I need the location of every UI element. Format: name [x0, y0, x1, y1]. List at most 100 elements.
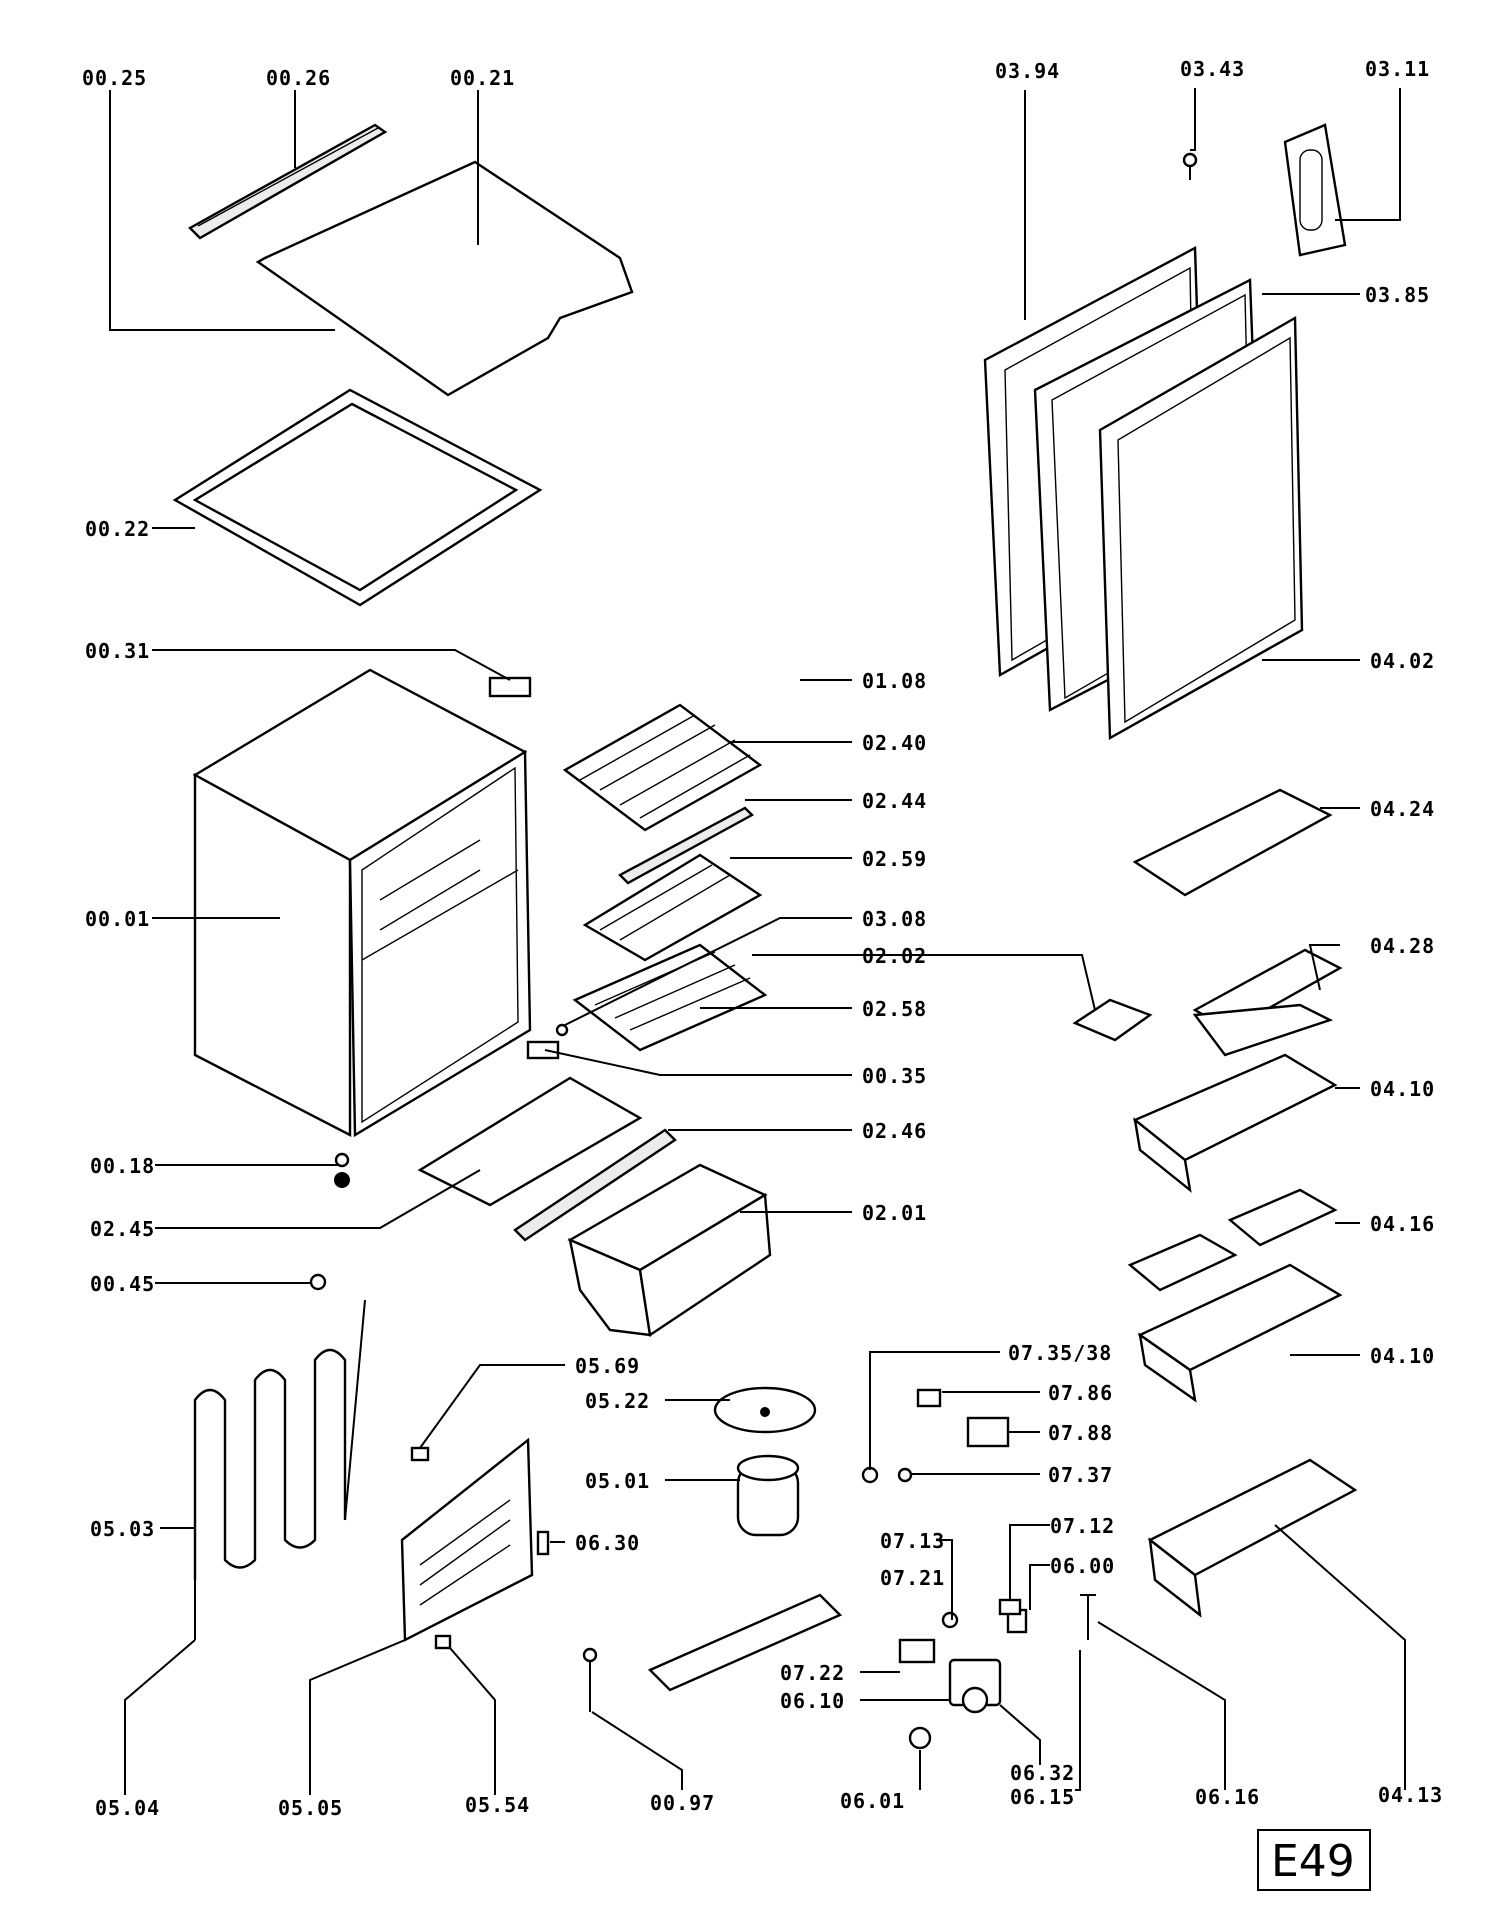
part-top-hinge: [488, 676, 532, 698]
callout-02-02: 02.02: [862, 944, 927, 968]
callout-05-69: 05.69: [575, 1354, 640, 1378]
part-clip: [309, 1273, 327, 1291]
callout-07-86: 07.86: [1048, 1381, 1113, 1405]
callout-03-08: 03.08: [862, 907, 927, 931]
part-egg-tray: [1127, 1188, 1338, 1292]
part-grommet: [434, 1634, 452, 1650]
part-switch: [897, 1467, 913, 1483]
callout-05-01: 05.01: [585, 1469, 650, 1493]
part-door-shelf-lid: [1132, 788, 1333, 897]
callout-06-32: 06.32: [1010, 1761, 1075, 1785]
part-starter: [948, 1658, 1002, 1714]
part-clamp: [410, 1446, 430, 1462]
callout-00-22: 00.22: [85, 517, 150, 541]
part-dairy-compartment: [1192, 948, 1343, 1057]
callout-00-97: 00.97: [650, 1791, 715, 1815]
callout-00-25: 00.25: [82, 66, 147, 90]
callout-06-15: 06.15: [1010, 1785, 1075, 1809]
part-door-bin-lower: [1137, 1263, 1343, 1403]
callout-00-01: 00.01: [85, 907, 150, 931]
callout-02-59: 02.59: [862, 847, 927, 871]
callout-05-54: 05.54: [465, 1793, 530, 1817]
part-compressor-cover: [713, 1386, 817, 1434]
callout-06-00: 06.00: [1050, 1554, 1115, 1578]
part-thermostat-knob: [916, 1388, 942, 1408]
part-top-plate: [255, 160, 634, 397]
callout-labels: 00.25 00.26 00.21 03.94 03.43 03.11 03.8…: [82, 57, 1443, 1820]
part-spacer: [536, 1530, 550, 1556]
callout-00-21: 00.21: [450, 66, 515, 90]
callout-07-35-38: 07.35/38: [1008, 1341, 1112, 1365]
part-thermostat: [861, 1466, 879, 1484]
callout-06-10: 06.10: [780, 1689, 845, 1713]
callout-06-30: 06.30: [575, 1531, 640, 1555]
leader-lines: [109, 88, 1406, 1795]
callout-02-01: 02.01: [862, 1201, 927, 1225]
part-rubber-pad: [908, 1726, 932, 1750]
callout-00-45: 00.45: [90, 1272, 155, 1296]
part-bolt: [582, 1647, 598, 1712]
part-lower-hinge: [526, 1040, 560, 1060]
callout-00-18: 00.18: [90, 1154, 155, 1178]
part-clip-small: [998, 1598, 1022, 1616]
part-door-bin-upper: [1132, 1053, 1338, 1193]
callout-07-12: 07.12: [1050, 1514, 1115, 1538]
callout-04-10-upper: 04.10: [1370, 1077, 1435, 1101]
callout-02-44: 02.44: [862, 789, 927, 813]
callout-05-04: 05.04: [95, 1796, 160, 1820]
part-screw-hook: [1080, 1594, 1096, 1640]
callout-00-26: 00.26: [266, 66, 331, 90]
part-top-frame: [172, 388, 543, 607]
callout-07-88: 07.88: [1048, 1421, 1113, 1445]
part-wire-shelf-middle: [582, 853, 763, 962]
callout-07-22: 07.22: [780, 1661, 845, 1685]
page-code-badge: E49: [1257, 1829, 1371, 1891]
part-small-bracket: [1072, 998, 1153, 1042]
callout-01-08: 01.08: [862, 669, 927, 693]
callout-05-05: 05.05: [278, 1796, 343, 1820]
part-crisper-bin: [567, 1163, 772, 1338]
callout-03-43: 03.43: [1180, 57, 1245, 81]
part-door-screw: [1182, 152, 1198, 180]
part-door-handle: [1283, 123, 1347, 257]
part-relay: [898, 1638, 936, 1664]
part-front-strip: [513, 1128, 677, 1242]
part-compressor: [736, 1454, 800, 1537]
page-code-text: E49: [1271, 1836, 1355, 1887]
callout-02-46: 02.46: [862, 1119, 927, 1143]
part-base-bracket: [647, 1593, 843, 1692]
part-adjustable-foot: [334, 1152, 350, 1188]
callout-07-37: 07.37: [1048, 1463, 1113, 1487]
callout-04-13: 04.13: [1378, 1783, 1443, 1807]
part-connector: [941, 1611, 959, 1629]
part-grille: [572, 943, 768, 1052]
part-condenser-coil: [193, 1299, 366, 1640]
callout-00-35: 00.35: [862, 1064, 927, 1088]
callout-07-13: 07.13: [880, 1529, 945, 1553]
callout-02-58: 02.58: [862, 997, 927, 1021]
callout-02-40: 02.40: [862, 731, 927, 755]
callout-04-02: 04.02: [1370, 649, 1435, 673]
part-cabinet: [192, 668, 532, 1138]
part-screw: [555, 1023, 569, 1037]
part-bottle-bin: [1147, 1458, 1358, 1618]
callout-04-24: 04.24: [1370, 797, 1435, 821]
callout-04-10-lower: 04.10: [1370, 1344, 1435, 1368]
callout-05-22: 05.22: [585, 1389, 650, 1413]
callout-05-03: 05.03: [90, 1517, 155, 1541]
callout-06-01: 06.01: [840, 1789, 905, 1813]
part-door-inner-panel: [1098, 315, 1304, 741]
callout-04-28: 04.28: [1370, 934, 1435, 958]
part-back-panel: [400, 1437, 534, 1642]
callout-00-31: 00.31: [85, 639, 150, 663]
part-lamp-housing: [966, 1416, 1010, 1448]
callout-03-11: 03.11: [1365, 57, 1430, 81]
callout-04-16: 04.16: [1370, 1212, 1435, 1236]
part-top-trim-strip: [188, 123, 388, 240]
callout-07-21: 07.21: [880, 1566, 945, 1590]
part-wire-shelf-upper: [562, 703, 763, 832]
callout-02-45: 02.45: [90, 1217, 155, 1241]
callout-06-16: 06.16: [1195, 1785, 1260, 1809]
